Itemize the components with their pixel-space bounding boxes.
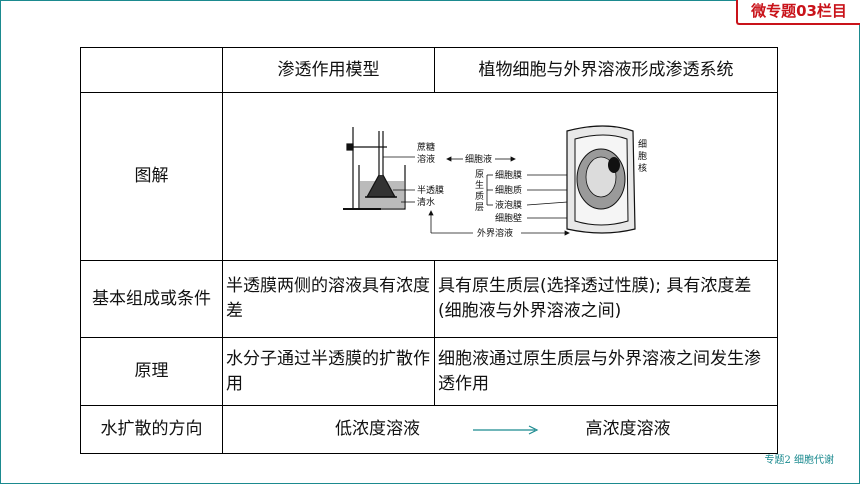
- header-empty-cell: [80, 47, 223, 93]
- plant-cell-illustration: [566, 124, 636, 234]
- label-external-solution: 外界溶液: [477, 227, 513, 237]
- composition-row: 基本组成或条件 半透膜两侧的溶液具有浓度差 具有原生质层(选择透过性膜); 具有…: [80, 260, 778, 338]
- diagram-row-label: 图解: [80, 92, 223, 261]
- label-protoplast-3: 质: [475, 190, 484, 202]
- composition-row-label: 基本组成或条件: [80, 260, 223, 338]
- label-sucrose-1: 蔗糖: [417, 141, 435, 153]
- label-water: 清水: [417, 196, 435, 208]
- label-cell-sap: 细胞液: [465, 153, 492, 165]
- label-protoplast-2: 生: [475, 179, 484, 191]
- direction-row: 水扩散的方向 低浓度溶液 高浓度溶液: [80, 405, 778, 454]
- diagram-row: 图解: [80, 92, 778, 261]
- composition-model-text: 半透膜两侧的溶液具有浓度差: [222, 260, 435, 338]
- label-protoplast-1: 原: [475, 169, 484, 180]
- composition-cell-text: 具有原生质层(选择透过性膜); 具有浓度差(细胞液与外界溶液之间): [434, 260, 778, 338]
- direction-flow-cell: 低浓度溶液 高浓度溶液: [222, 405, 778, 454]
- osmosis-diagram: 蔗糖 溶液 半透膜 清水 细胞液 原 生 质 层 细胞膜 细胞质 液泡膜 细胞壁…: [343, 124, 647, 237]
- label-nucleus-1: 细: [638, 138, 647, 150]
- comparison-table: 渗透作用模型 植物细胞与外界溶液形成渗透系统 图解: [80, 47, 778, 454]
- column-badge[interactable]: 微专题03栏目: [736, 0, 860, 25]
- direction-row-label: 水扩散的方向: [80, 405, 223, 454]
- table-header-row: 渗透作用模型 植物细胞与外界溶液形成渗透系统: [80, 47, 778, 93]
- header-cell-system: 植物细胞与外界溶液形成渗透系统: [434, 47, 778, 93]
- direction-from: 低浓度溶液: [335, 419, 420, 439]
- label-cell-wall: 细胞壁: [495, 212, 522, 224]
- diagram-labels: 蔗糖 溶液 半透膜 清水 细胞液 原 生 质 层 细胞膜 细胞质 液泡膜 细胞壁…: [417, 138, 647, 237]
- principle-row-label: 原理: [80, 337, 223, 406]
- header-model: 渗透作用模型: [222, 47, 435, 93]
- label-vacuole-membrane: 液泡膜: [495, 199, 522, 211]
- principle-row: 原理 水分子通过半透膜的扩散作用 细胞液通过原生质层与外界溶液之间发生渗透作用: [80, 337, 778, 406]
- label-protoplast-4: 层: [475, 202, 484, 213]
- direction-flow: 低浓度溶液 高浓度溶液: [226, 417, 774, 442]
- label-membrane: 半透膜: [417, 184, 444, 196]
- diagram-cell: 蔗糖 溶液 半透膜 清水 细胞液 原 生 质 层 细胞膜 细胞质 液泡膜 细胞壁…: [222, 92, 778, 261]
- right-arrow-icon: [472, 424, 538, 435]
- label-cytoplasm: 细胞质: [495, 184, 522, 196]
- principle-cell-text: 细胞液通过原生质层与外界溶液之间发生渗透作用: [434, 337, 778, 406]
- label-cell-membrane: 细胞膜: [495, 169, 522, 181]
- direction-to: 高浓度溶液: [585, 419, 671, 439]
- principle-model-text: 水分子通过半透膜的扩散作用: [222, 337, 435, 406]
- label-sucrose-2: 溶液: [417, 153, 435, 165]
- label-nucleus-2: 胞: [638, 150, 647, 162]
- osmosis-apparatus: [343, 126, 406, 210]
- footer-section-label: 专题2 细胞代谢: [764, 455, 834, 466]
- label-nucleus-3: 核: [638, 162, 647, 174]
